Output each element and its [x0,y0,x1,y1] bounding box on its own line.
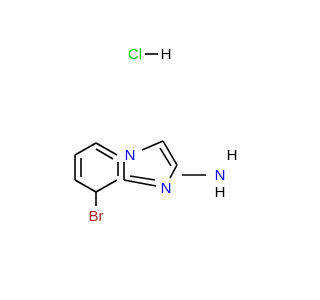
molecule-diagram: Cl H N N N H H Br [74,46,238,225]
bond-n1-c8a-inner [129,175,156,181]
bond-c2-n1 [169,164,178,179]
bond-c3-c2 [162,140,178,166]
bond-c6-c7 [74,142,97,156]
imine-nitrogen-label: N [161,180,172,197]
bromine-label: Br [89,208,104,225]
bond-c8-c9 [74,179,97,193]
bond-n4-c3 [141,140,164,151]
chlorine-label: Cl [128,46,142,63]
bond-n1-c8a [123,179,157,187]
amine-hydrogen-label-2: H [215,184,226,201]
pyridine-ring [74,142,119,193]
hcl-hydrogen-label: H [161,46,172,63]
amine-hydrogen-label: H [227,147,238,164]
amine-nitrogen-label: N [215,167,226,184]
bond-c5-c6 [95,142,118,156]
bond-c9-c8a [95,179,118,193]
imidazole-ring [123,140,178,187]
bridgehead-nitrogen-label: N [125,147,136,164]
bond-c3-c2-inner [159,147,172,167]
bond-c5-c6-inner [95,148,114,160]
